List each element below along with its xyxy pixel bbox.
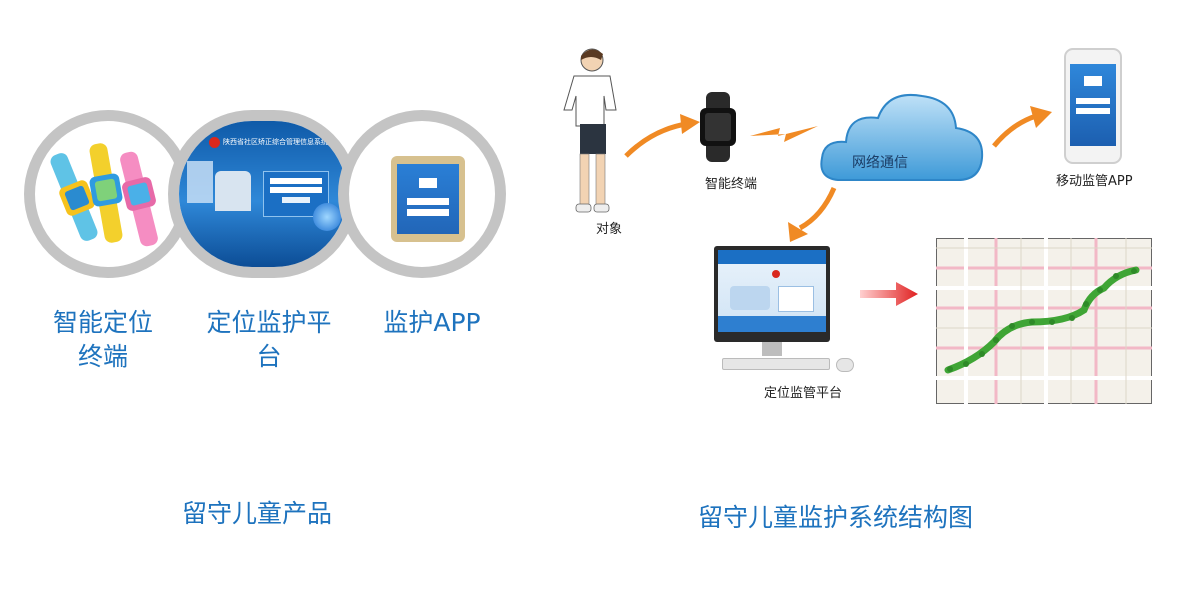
phone-screen xyxy=(397,164,459,234)
track-path xyxy=(944,266,1140,374)
mouse xyxy=(836,358,854,372)
computer-screen xyxy=(718,250,826,332)
products-caption: 留守儿童产品 xyxy=(182,499,333,528)
platform-building xyxy=(187,161,213,203)
ring-platform: 陕西省社区矫正综合管理信息系统 xyxy=(168,110,358,278)
arrow-orange-icon xyxy=(992,106,1052,148)
mobile-device xyxy=(1064,48,1122,164)
label-app: 监护APP xyxy=(383,308,481,337)
label-platform-node: 定位监管平台 xyxy=(764,386,843,401)
ie-globe-icon xyxy=(313,203,341,231)
platform-officers xyxy=(215,171,251,211)
mobile-screen xyxy=(1070,64,1116,146)
watch-device xyxy=(700,92,736,162)
diagram-caption: 留守儿童监护系统结构图 xyxy=(698,503,974,532)
ring-app xyxy=(338,110,506,278)
label-cloud: 网络通信 xyxy=(852,155,908,171)
label-platform: 定位监护平 台 xyxy=(206,308,332,371)
tracking-map xyxy=(936,238,1152,404)
label-mobile: 移动监管APP xyxy=(1056,174,1133,189)
login-box xyxy=(263,171,329,217)
label-smartwatch: 智能定位 终端 xyxy=(52,308,153,371)
ring-smartwatch xyxy=(24,110,192,278)
label-terminal: 智能终端 xyxy=(705,177,758,192)
computer-stand xyxy=(762,342,782,356)
emblem-icon xyxy=(209,137,220,148)
phone-illustration xyxy=(391,156,465,242)
label-subject: 对象 xyxy=(596,222,623,237)
keyboard xyxy=(722,358,830,370)
cloud-icon xyxy=(820,94,984,181)
person-figure xyxy=(563,48,617,213)
arrow-red-icon xyxy=(860,282,918,306)
arrow-orange-icon xyxy=(788,186,837,242)
computer-monitor xyxy=(714,246,830,342)
lightning-icon xyxy=(750,126,818,142)
arrow-orange-icon xyxy=(624,114,700,158)
smartwatch-illustration xyxy=(50,143,158,247)
platform-screen: 陕西省社区矫正综合管理信息系统 xyxy=(179,121,347,267)
platform-header: 陕西省社区矫正综合管理信息系统 xyxy=(223,138,328,146)
